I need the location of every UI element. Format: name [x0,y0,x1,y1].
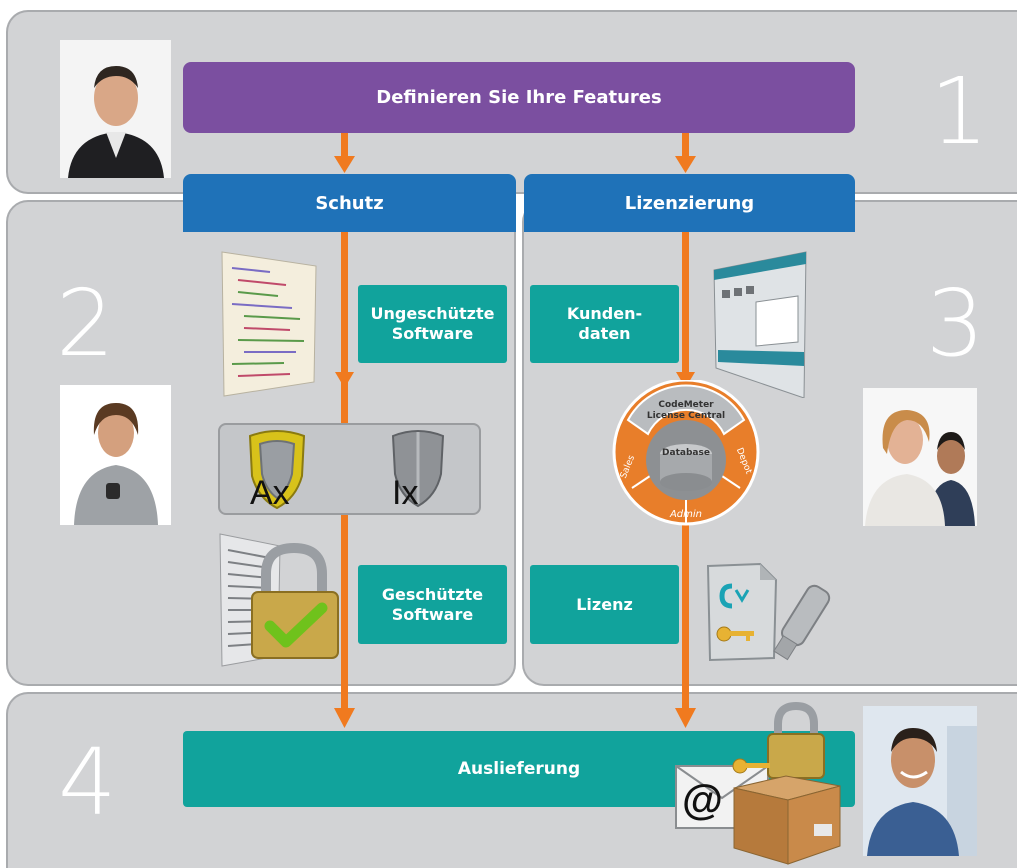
arrow-head-licensing-top [675,156,696,173]
customer-data-window-image [713,251,807,398]
arrow-head-protection-bottom [334,708,355,728]
customer-data-box: Kunden- daten [530,285,679,363]
customer-data-line-2: daten [578,324,631,343]
photo-sales-support-team [863,388,977,526]
license-central-diagram [612,380,760,526]
arrow-head-protection-top [334,156,355,173]
protected-software-box: Geschützte Software [358,565,507,644]
flow-line-define-to-protection [341,133,348,158]
license-central-title-2: License Central [646,411,726,421]
arrow-head-licensing-bottom [675,708,696,728]
license-box: Lizenz [530,565,679,644]
photo-developer-businessman [60,40,171,178]
define-features-bar: Definieren Sie Ihre Features [183,62,855,133]
step-number-1: 1 [930,58,989,165]
ax-label: Ax [250,474,290,512]
ax-shield-icon [248,430,306,510]
arrow-head-protection-mid [335,372,354,388]
protected-software-line-1: Geschützte [381,584,484,604]
unprotected-software-box: Ungeschützte Software [358,285,507,363]
step-number-3: 3 [926,270,985,377]
license-file-dongle-icon [706,562,831,662]
unprotected-software-line-2: Software [391,324,474,343]
step-number-2: 2 [56,270,115,377]
license-central-database: Database [662,448,710,458]
ix-label: Ix [392,474,419,512]
source-code-image [221,251,317,397]
unprotected-software-line-1: Ungeschützte [370,304,495,323]
photo-software-developer [60,385,171,525]
flow-line-define-to-licensing [682,133,689,158]
license-central-admin: Admin [669,509,703,520]
email-at-symbol: @ [682,776,723,823]
step-number-4: 4 [58,729,117,836]
protection-bar: Schutz [183,174,516,232]
customer-data-line-1: Kunden- [566,304,643,323]
protected-code-padlock-icon [219,533,339,667]
parcel-padlock-key-icon [732,702,841,865]
license-central-title-1: CodeMeter [658,400,714,410]
licensing-bar: Lizenzierung [524,174,855,232]
photo-customer [863,706,977,856]
protected-software-line-2: Software [391,604,474,624]
ix-shield-icon [391,430,445,508]
